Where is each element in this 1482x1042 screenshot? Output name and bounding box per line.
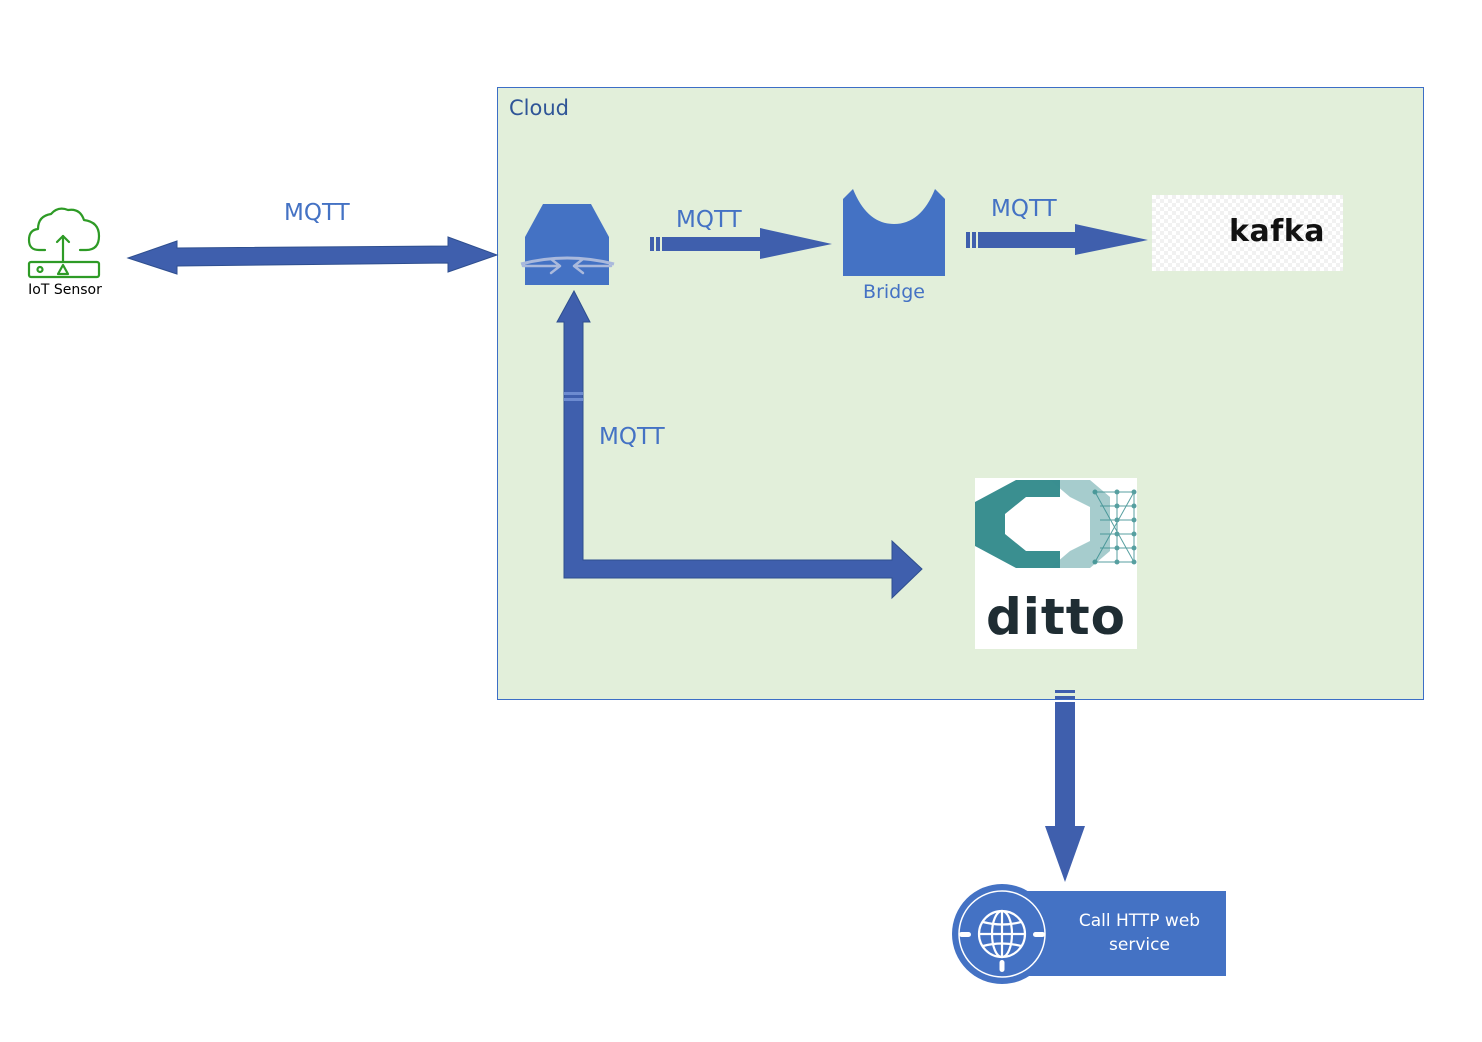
- http-service-label-line2: service: [1109, 935, 1170, 955]
- kafka-node: [1152, 195, 1343, 271]
- broker-bridge-arrow: [650, 228, 832, 259]
- iot-sensor-label: IoT Sensor: [28, 282, 102, 298]
- sensor-broker-arrow: [126, 236, 499, 275]
- bridge-icon: [843, 189, 945, 276]
- kafka-label: kafka: [1229, 214, 1325, 249]
- ditto-label: ditto: [985, 588, 1127, 646]
- http-service-label-line1: Call HTTP web: [1078, 911, 1201, 931]
- mqtt-broker-icon: [520, 204, 615, 285]
- ditto-http-arrow: [1045, 690, 1085, 882]
- edge-label-sensor-broker: MQTT: [284, 200, 350, 226]
- edge-label-broker-bridge: MQTT: [676, 207, 742, 233]
- cloud-label: Cloud: [509, 96, 569, 120]
- bridge-kafka-arrow: [966, 224, 1148, 255]
- edge-label-bridge-kafka: MQTT: [991, 196, 1057, 222]
- iot-cloud-upload-icon: [27, 207, 101, 279]
- http-service-node: [1020, 891, 1226, 976]
- broker-ditto-arrow: [556, 289, 923, 600]
- http-service-label: Call HTTP web service: [1062, 909, 1217, 957]
- edge-label-broker-ditto: MQTT: [599, 424, 665, 450]
- cloud-container: [497, 87, 1424, 700]
- bridge-label: Bridge: [863, 281, 925, 303]
